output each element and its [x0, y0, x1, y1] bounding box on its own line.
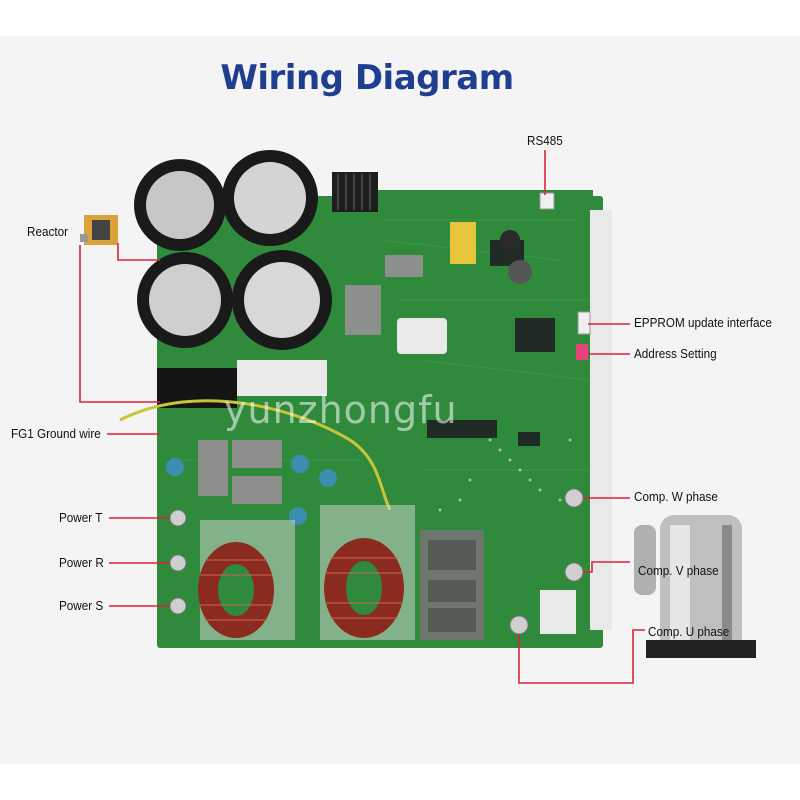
page-title: Wiring Diagram	[220, 58, 514, 98]
reactor-component	[80, 215, 118, 245]
label-address: Address Setting	[634, 346, 717, 361]
rs485-connector	[539, 192, 555, 210]
label-power-s: Power S	[59, 598, 104, 613]
label-epprom: EPPROM update interface	[634, 315, 772, 330]
power-terminals	[169, 509, 187, 615]
label-fg1-ground: FG1 Ground wire	[11, 426, 101, 441]
epprom-connector	[577, 311, 591, 335]
label-power-r: Power R	[59, 555, 104, 570]
toroid-coil-right	[320, 505, 415, 640]
label-comp-u: Comp. U phase	[648, 624, 730, 639]
transformer-small	[450, 222, 476, 264]
address-switch	[576, 344, 588, 360]
comp-terminals	[509, 488, 584, 635]
capacitor-bank	[134, 150, 332, 350]
small-capacitors	[500, 230, 532, 284]
toroid-coil-left	[198, 520, 295, 640]
label-power-t: Power T	[59, 510, 103, 525]
film-capacitors	[198, 255, 423, 504]
label-reactor: Reactor	[27, 224, 68, 239]
label-comp-v: Comp. V phase	[638, 563, 719, 578]
power-module	[420, 530, 484, 640]
relay	[237, 360, 327, 396]
label-rs485: RS485	[527, 133, 563, 148]
watermark-text: yunzhongfu	[224, 388, 458, 432]
ground-wire	[119, 399, 392, 511]
heatsink	[332, 172, 378, 212]
label-comp-w: Comp. W phase	[634, 489, 718, 504]
leader-lines	[79, 150, 645, 684]
compressor	[634, 515, 756, 658]
connector-block	[397, 318, 447, 354]
